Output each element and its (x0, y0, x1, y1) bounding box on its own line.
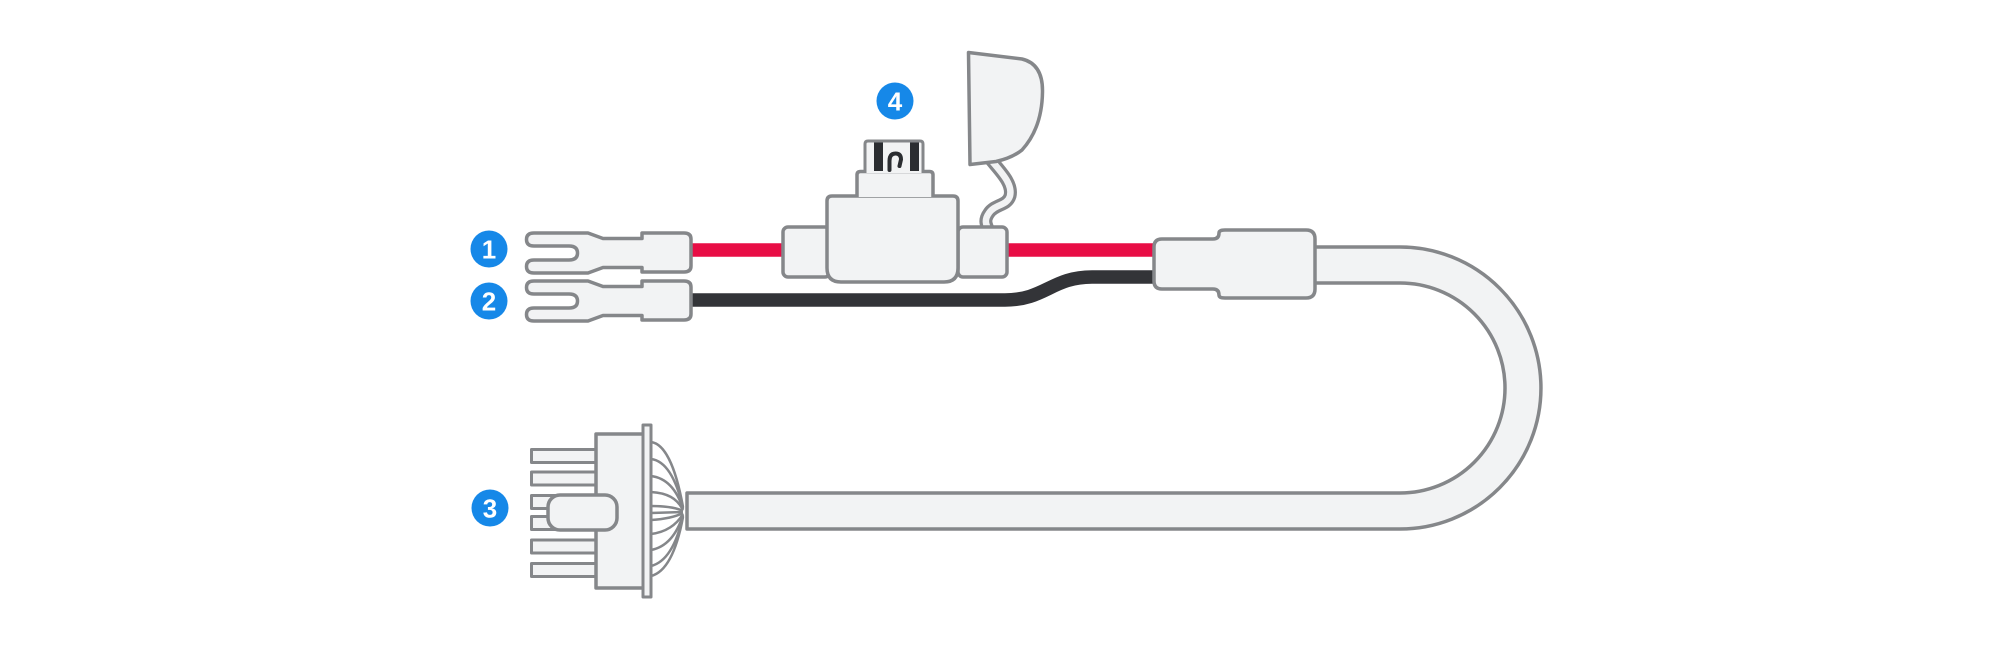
connector-flange (641, 423, 653, 599)
callout-3: 3 (471, 489, 509, 527)
callout-2: 2 (470, 282, 508, 320)
callout-1-circle (470, 230, 508, 268)
connector-pin-6 (530, 562, 599, 578)
callout-4-circle (876, 82, 914, 120)
callout-4: 4 (876, 82, 914, 120)
fuse-element (887, 151, 904, 172)
callout-2-circle (470, 282, 508, 320)
fuse-holder-neck (855, 169, 935, 197)
molded-connector (1152, 228, 1317, 300)
callout-2-number: 2 (482, 287, 496, 317)
connector-pin-2 (530, 470, 599, 487)
fuse-blade-left (874, 142, 883, 171)
multi-pin-connector (530, 423, 685, 599)
fork-terminal-2 (524, 279, 693, 323)
fuse-cover-cap (966, 50, 1045, 167)
cable-loop (685, 245, 1543, 531)
callout-3-circle (471, 489, 509, 527)
connector-pin-5 (530, 538, 599, 555)
callout-1: 1 (470, 230, 508, 268)
connector-body (594, 432, 650, 590)
fuse-holder-assembly (781, 50, 1045, 284)
black-ground-wire (687, 270, 1172, 307)
fuse-holder-left-tab (781, 225, 832, 279)
connector-pin-1 (530, 448, 599, 464)
fuse-cover-strap (982, 156, 1014, 233)
connector-latch-tab (546, 493, 619, 532)
fuse-holder-right-tab (956, 225, 1009, 279)
callout-1-number: 1 (482, 235, 496, 265)
wire-fan (650, 440, 685, 578)
fork-terminal-1 (524, 231, 693, 275)
fuse-holder-body (825, 194, 960, 284)
callout-4-number: 4 (888, 87, 903, 117)
callout-3-number: 3 (483, 494, 497, 524)
fuse-blade-right (910, 142, 919, 171)
